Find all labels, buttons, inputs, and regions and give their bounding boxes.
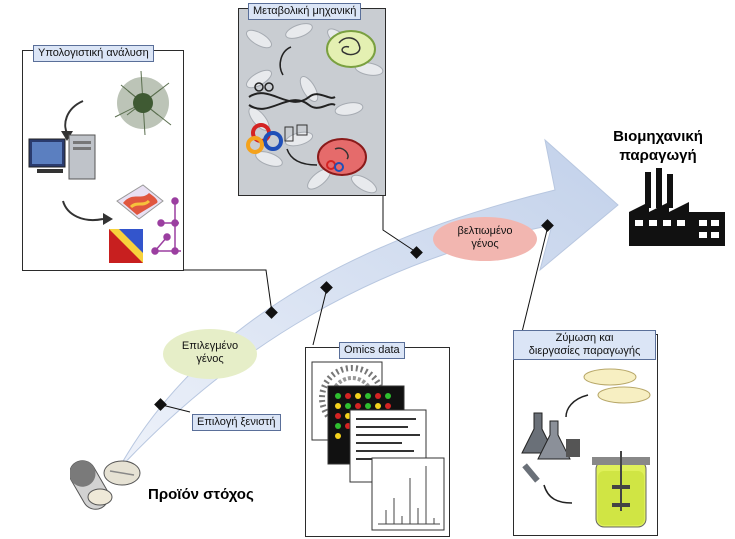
selected-line-1: Επιλεγμένο	[181, 340, 239, 352]
petri-dish-icon	[583, 368, 651, 404]
target-product-label: Προϊόν στόχος	[148, 486, 254, 503]
factory-icon	[629, 168, 725, 246]
industrial-production-title: Βιομηχανική παραγωγή	[598, 127, 718, 165]
improved-line-1: βελτιωμένο	[457, 225, 513, 237]
host-selection-label: Επιλογή ξενιστή	[192, 414, 281, 431]
selected-strain-label: Επιλεγμένο γένος	[163, 340, 257, 366]
industrial-title-line-2: παραγωγή	[619, 147, 697, 164]
omics-data-label: Omics data	[339, 342, 405, 359]
improved-line-2: γένος	[471, 238, 499, 250]
dna-scissors-icon	[248, 82, 336, 110]
fermentation-panel	[513, 334, 658, 536]
cell-icon	[326, 30, 376, 68]
fermentation-line-1: Ζύμωση και	[555, 332, 614, 344]
omics-data-panel	[305, 347, 450, 537]
improved-strain-ellipse	[433, 217, 537, 261]
surface-plot-icon	[116, 184, 164, 220]
selected-line-2: γένος	[196, 353, 224, 365]
heatmap-icon	[109, 229, 143, 263]
industrial-title-line-1: Βιομηχανική	[613, 128, 703, 145]
selected-strain-ellipse	[163, 329, 257, 379]
computational-analysis-panel	[22, 50, 184, 271]
computational-analysis-label: Υπολογιστική ανάλυση	[33, 45, 154, 62]
bioreactor-icon	[592, 451, 650, 528]
computer-icon	[28, 134, 96, 180]
fermentation-line-2: διεργασίες παραγωγής	[528, 345, 641, 357]
metabolic-engineering-label: Μεταβολική μηχανική	[248, 3, 362, 20]
improved-strain-label: βελτιωμένο γένος	[434, 225, 536, 251]
fermentation-label: Ζύμωση και διεργασίες παραγωγής	[513, 330, 656, 360]
metabolic-engineering-panel	[238, 8, 386, 196]
pills-icon	[70, 460, 141, 510]
network-graph-icon	[114, 70, 172, 136]
flask-icon	[521, 412, 580, 483]
